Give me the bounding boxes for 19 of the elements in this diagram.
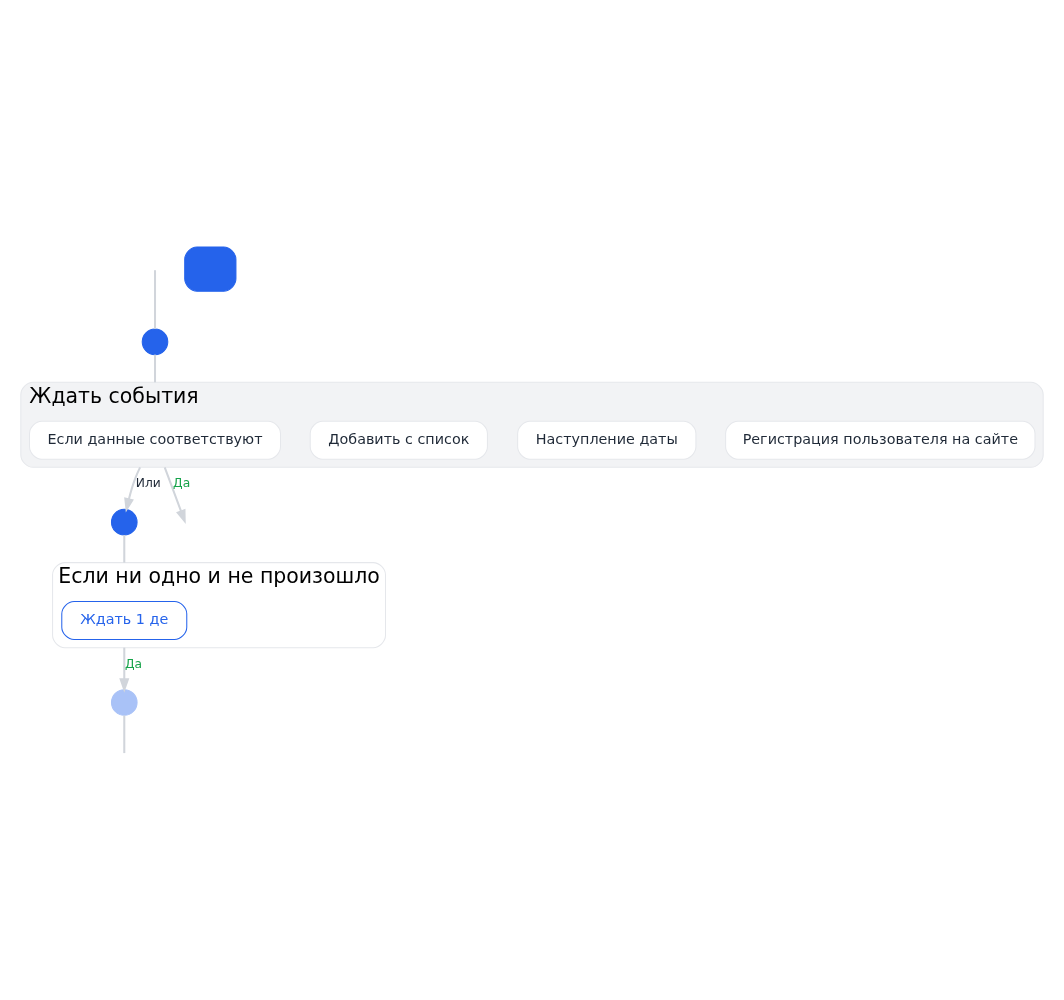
node-box: Регистрация пользователя на сайте	[725, 420, 1036, 460]
edge-label: Да	[124, 656, 143, 671]
node-box: Добавить с список	[309, 420, 488, 460]
arrow	[163, 466, 186, 524]
connector	[123, 534, 126, 563]
node-circle	[141, 328, 169, 355]
node-box	[184, 246, 237, 292]
connector	[123, 715, 126, 753]
node-box: Ждать 1 де	[61, 600, 188, 640]
node-box: Наступление даты	[517, 420, 697, 460]
edge-label: Или	[135, 475, 161, 490]
arrow	[119, 647, 130, 693]
connector	[154, 269, 157, 329]
node-circle	[110, 688, 138, 716]
connector	[154, 354, 157, 382]
node-circle	[110, 508, 138, 535]
edge-label: Да	[173, 475, 191, 490]
arrow	[124, 466, 141, 512]
node-box: Если данные соответствуют	[29, 420, 281, 460]
